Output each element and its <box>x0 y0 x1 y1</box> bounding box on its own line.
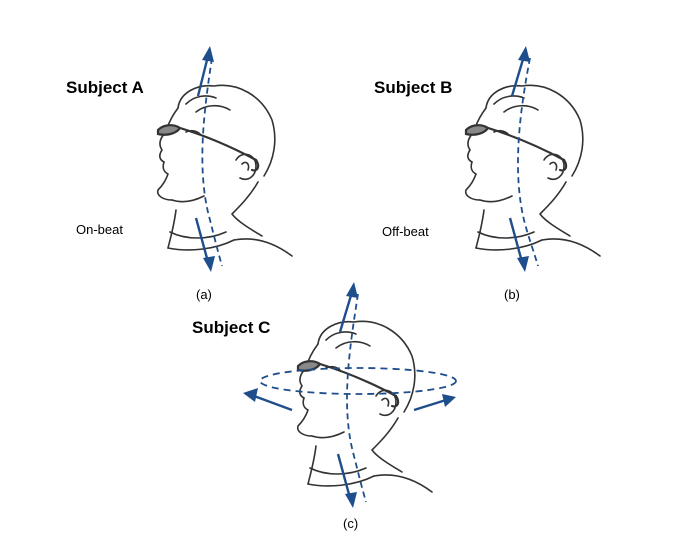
right-arrow-shaft <box>413 398 447 412</box>
glasses-icon <box>296 360 400 408</box>
head-icon <box>464 84 601 257</box>
up-arrow-icon <box>196 46 214 97</box>
head-c <box>296 282 433 508</box>
head-b <box>464 46 601 272</box>
right-arrow-icon <box>442 394 456 407</box>
glasses-icon <box>156 124 260 172</box>
down-arrow-icon <box>336 453 357 508</box>
head-icon <box>296 320 433 493</box>
up-arrow-icon <box>338 282 358 333</box>
glasses-icon <box>464 124 568 172</box>
subject-a-label: Subject A <box>66 78 144 97</box>
subject-c-label: Subject C <box>192 318 271 337</box>
caption-a: (a) <box>196 287 212 302</box>
left-arrow-icon <box>243 388 258 402</box>
caption-b: (b) <box>504 287 520 302</box>
head-icon <box>156 84 293 257</box>
head-a <box>156 46 293 272</box>
caption-c: (c) <box>343 516 359 531</box>
subject-b-label: Subject B <box>374 78 453 97</box>
down-arrow-icon <box>194 217 215 272</box>
down-arrow-icon <box>508 217 529 272</box>
off-beat-label: Off-beat <box>382 224 429 239</box>
up-arrow-icon <box>510 46 530 97</box>
left-arrow-shaft <box>253 394 293 412</box>
centerline-b <box>517 57 539 267</box>
rotation-ellipse-icon <box>243 367 457 412</box>
centerline-c <box>346 293 367 503</box>
on-beat-label: On-beat <box>76 222 123 237</box>
centerline-a <box>201 57 223 267</box>
